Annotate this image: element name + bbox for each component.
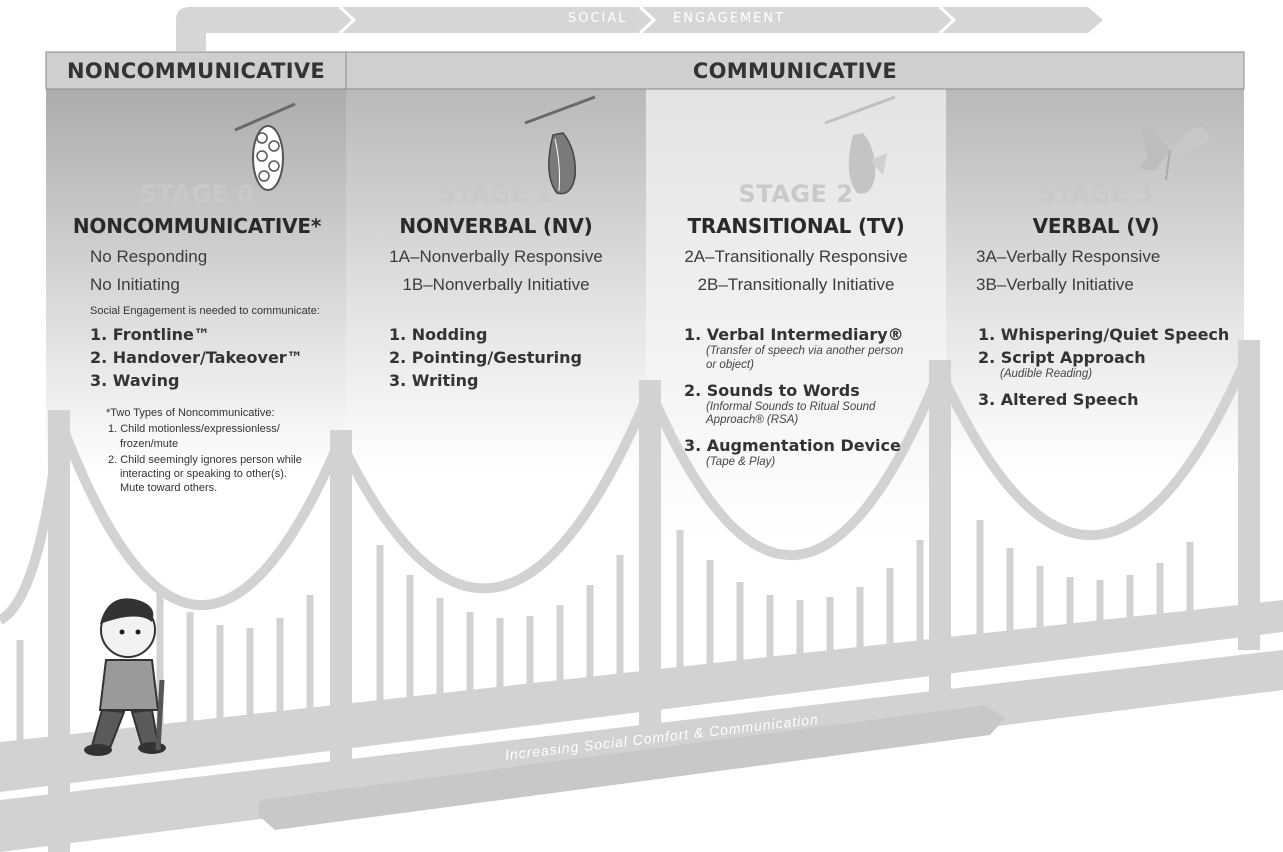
stage-0-item-2: 2. Handover/Takeover™ (90, 348, 303, 367)
stage-2-item-3: 3. Augmentation Device (684, 436, 901, 456)
social-engagement-arrow (170, 5, 1103, 51)
footnote-item-2: 2. Child seemingly ignores person while … (108, 453, 302, 495)
stage-2-panel (646, 89, 946, 729)
stage-1-item-3: 3. Writing (389, 371, 479, 390)
stage-1-panel (346, 89, 646, 729)
stage-3-response-1: 3A–Verbally Responsive (976, 247, 1161, 266)
header-bar (45, 51, 1245, 90)
stage-2-item-2: 2. Sounds to Words (684, 380, 860, 400)
stage-0-column: STAGE 0 NONCOMMUNICATIVE* No Responding … (62, 180, 332, 496)
stage-1-item-1: 1. Nodding (389, 325, 488, 344)
stage-2-items: 1. Verbal Intermediary® (Transfer of spe… (656, 325, 936, 470)
boy-with-cane-illustration (84, 598, 166, 756)
stage-0-items: 1. Frontline™ 2. Handover/Takeover™ 3. W… (62, 325, 332, 390)
header-noncommunicative: NONCOMMUNICATIVE (66, 59, 326, 83)
chrysalis-icon (524, 95, 596, 195)
stage-2-response-1: 2A–Transitionally Responsive (684, 247, 908, 266)
stage-2-item-1-sub: (Transfer of speech via another person o… (706, 345, 904, 371)
stage-0-response-2: No Initiating (90, 275, 180, 294)
cocoon-icon (234, 102, 296, 191)
increasing-comfort-arrow (258, 705, 1005, 830)
footnote-item-1: 1. Child motionless/expressionless/ froz… (108, 423, 280, 450)
header-communicative: COMMUNICATIVE (692, 59, 898, 83)
stage-1-response-2: 1B–Nonverbally Initiative (402, 275, 590, 294)
stage-2-item-2-sub: (Informal Sounds to Ritual Sound Approac… (706, 400, 876, 427)
stage-0-item-1: 1. Frontline™ (90, 325, 210, 344)
stage-2-item-1: 1. Verbal Intermediary® (684, 325, 904, 344)
emerging-butterfly-icon (824, 95, 896, 194)
stage-3-item-3: 3. Altered Speech (978, 389, 1139, 409)
stage-1-name: NONVERBAL (NV) (399, 214, 593, 238)
stage-0-note: Social Engagement is needed to communica… (90, 305, 320, 317)
stage-2-response-2: 2B–Transitionally Initiative (697, 275, 895, 294)
butterfly-icon (1140, 126, 1210, 181)
stage-2-name: TRANSITIONAL (TV) (687, 214, 905, 238)
stage-0-response-1: No Responding (90, 247, 208, 266)
stage-3-item-2: 2. Script Approach (978, 348, 1146, 367)
stage-2-item-3-sub: (Tape & Play) (706, 456, 776, 469)
stage-3-column: STAGE 3 VERBAL (V) 3A–Verbally Responsiv… (956, 180, 1236, 409)
stage-0-item-3: 3. Waving (90, 371, 180, 390)
social-label: SOCIAL (568, 11, 628, 26)
stage-1-number: STAGE 1 (438, 180, 554, 208)
footnote-title: *Two Types of Noncommunicative: (106, 407, 275, 419)
stage-0-footnote: *Two Types of Noncommunicative: 1. Child… (62, 406, 311, 496)
stage-0-name: NONCOMMUNICATIVE* (72, 214, 322, 238)
stage-2-column: STAGE 2 TRANSITIONAL (TV) 2A–Transitiona… (656, 180, 936, 470)
stage-1-response-1: 1A–Nonverbally Responsive (389, 247, 603, 266)
stage-3-items: 1. Whispering/Quiet Speech 2. Script App… (956, 325, 1236, 409)
stage-2-number: STAGE 2 (738, 180, 854, 208)
stage-3-response-2: 3B–Verbally Initiative (976, 275, 1134, 294)
engagement-label: ENGAGEMENT (673, 11, 786, 26)
stage-3-name: VERBAL (V) (1032, 214, 1160, 238)
stage-1-items: 1. Nodding 2. Pointing/Gesturing 3. Writ… (356, 325, 636, 390)
stage-3-number: STAGE 3 (1038, 180, 1154, 208)
stage-0-number: STAGE 0 (139, 180, 255, 208)
stage-3-item-1: 1. Whispering/Quiet Speech (978, 325, 1230, 344)
stage-1-column: STAGE 1 NONVERBAL (NV) 1A–Nonverbally Re… (356, 180, 636, 390)
stage-3-item-2-sub: (Audible Reading) (1000, 368, 1093, 380)
stage-1-item-2: 2. Pointing/Gesturing (389, 348, 582, 367)
stage-0-panel (46, 89, 346, 729)
